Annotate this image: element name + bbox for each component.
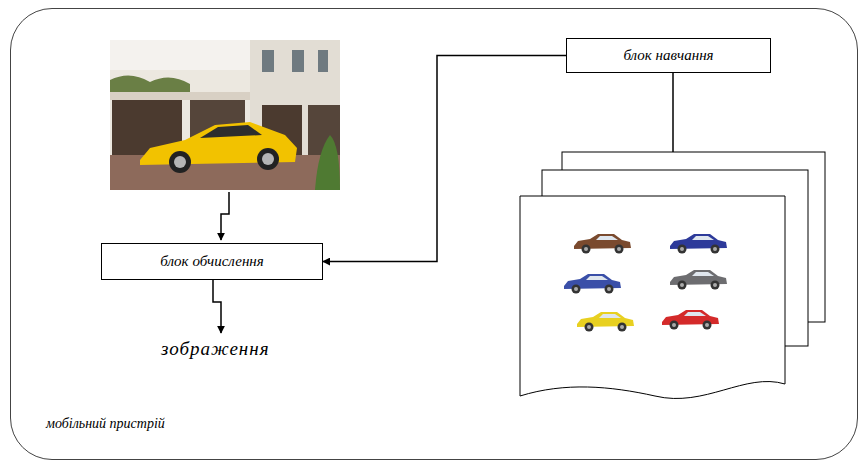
connector-arrow [323,56,566,262]
car-icon [577,312,634,332]
car-icon [670,270,727,290]
process-box: блок обчислення [101,243,323,280]
output-label: зображення [161,338,270,360]
flow-arrow [221,192,229,240]
car-icon [574,234,631,254]
box-label: блок навчання [623,47,713,64]
car-icon [670,234,727,254]
car-icon [662,310,719,330]
box-label: блок обчислення [160,253,264,270]
flow-arrow [213,272,221,333]
car-photo [110,40,340,190]
device-label: мобільний пристрій [46,416,165,432]
flow-arrow [672,66,674,152]
device-boundary: мобільний пристрій блок навчання блок обчи… [10,8,858,460]
car-icon [564,274,621,294]
process-box: блок навчання [566,38,771,73]
training-images-stack [520,152,825,398]
